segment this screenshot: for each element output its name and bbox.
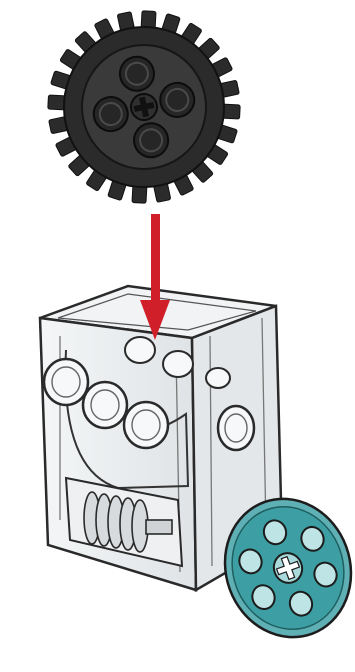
worm-gear [84,492,148,552]
gearbox-side-hole [218,406,254,450]
gear-24-tooth-icon [30,0,258,221]
